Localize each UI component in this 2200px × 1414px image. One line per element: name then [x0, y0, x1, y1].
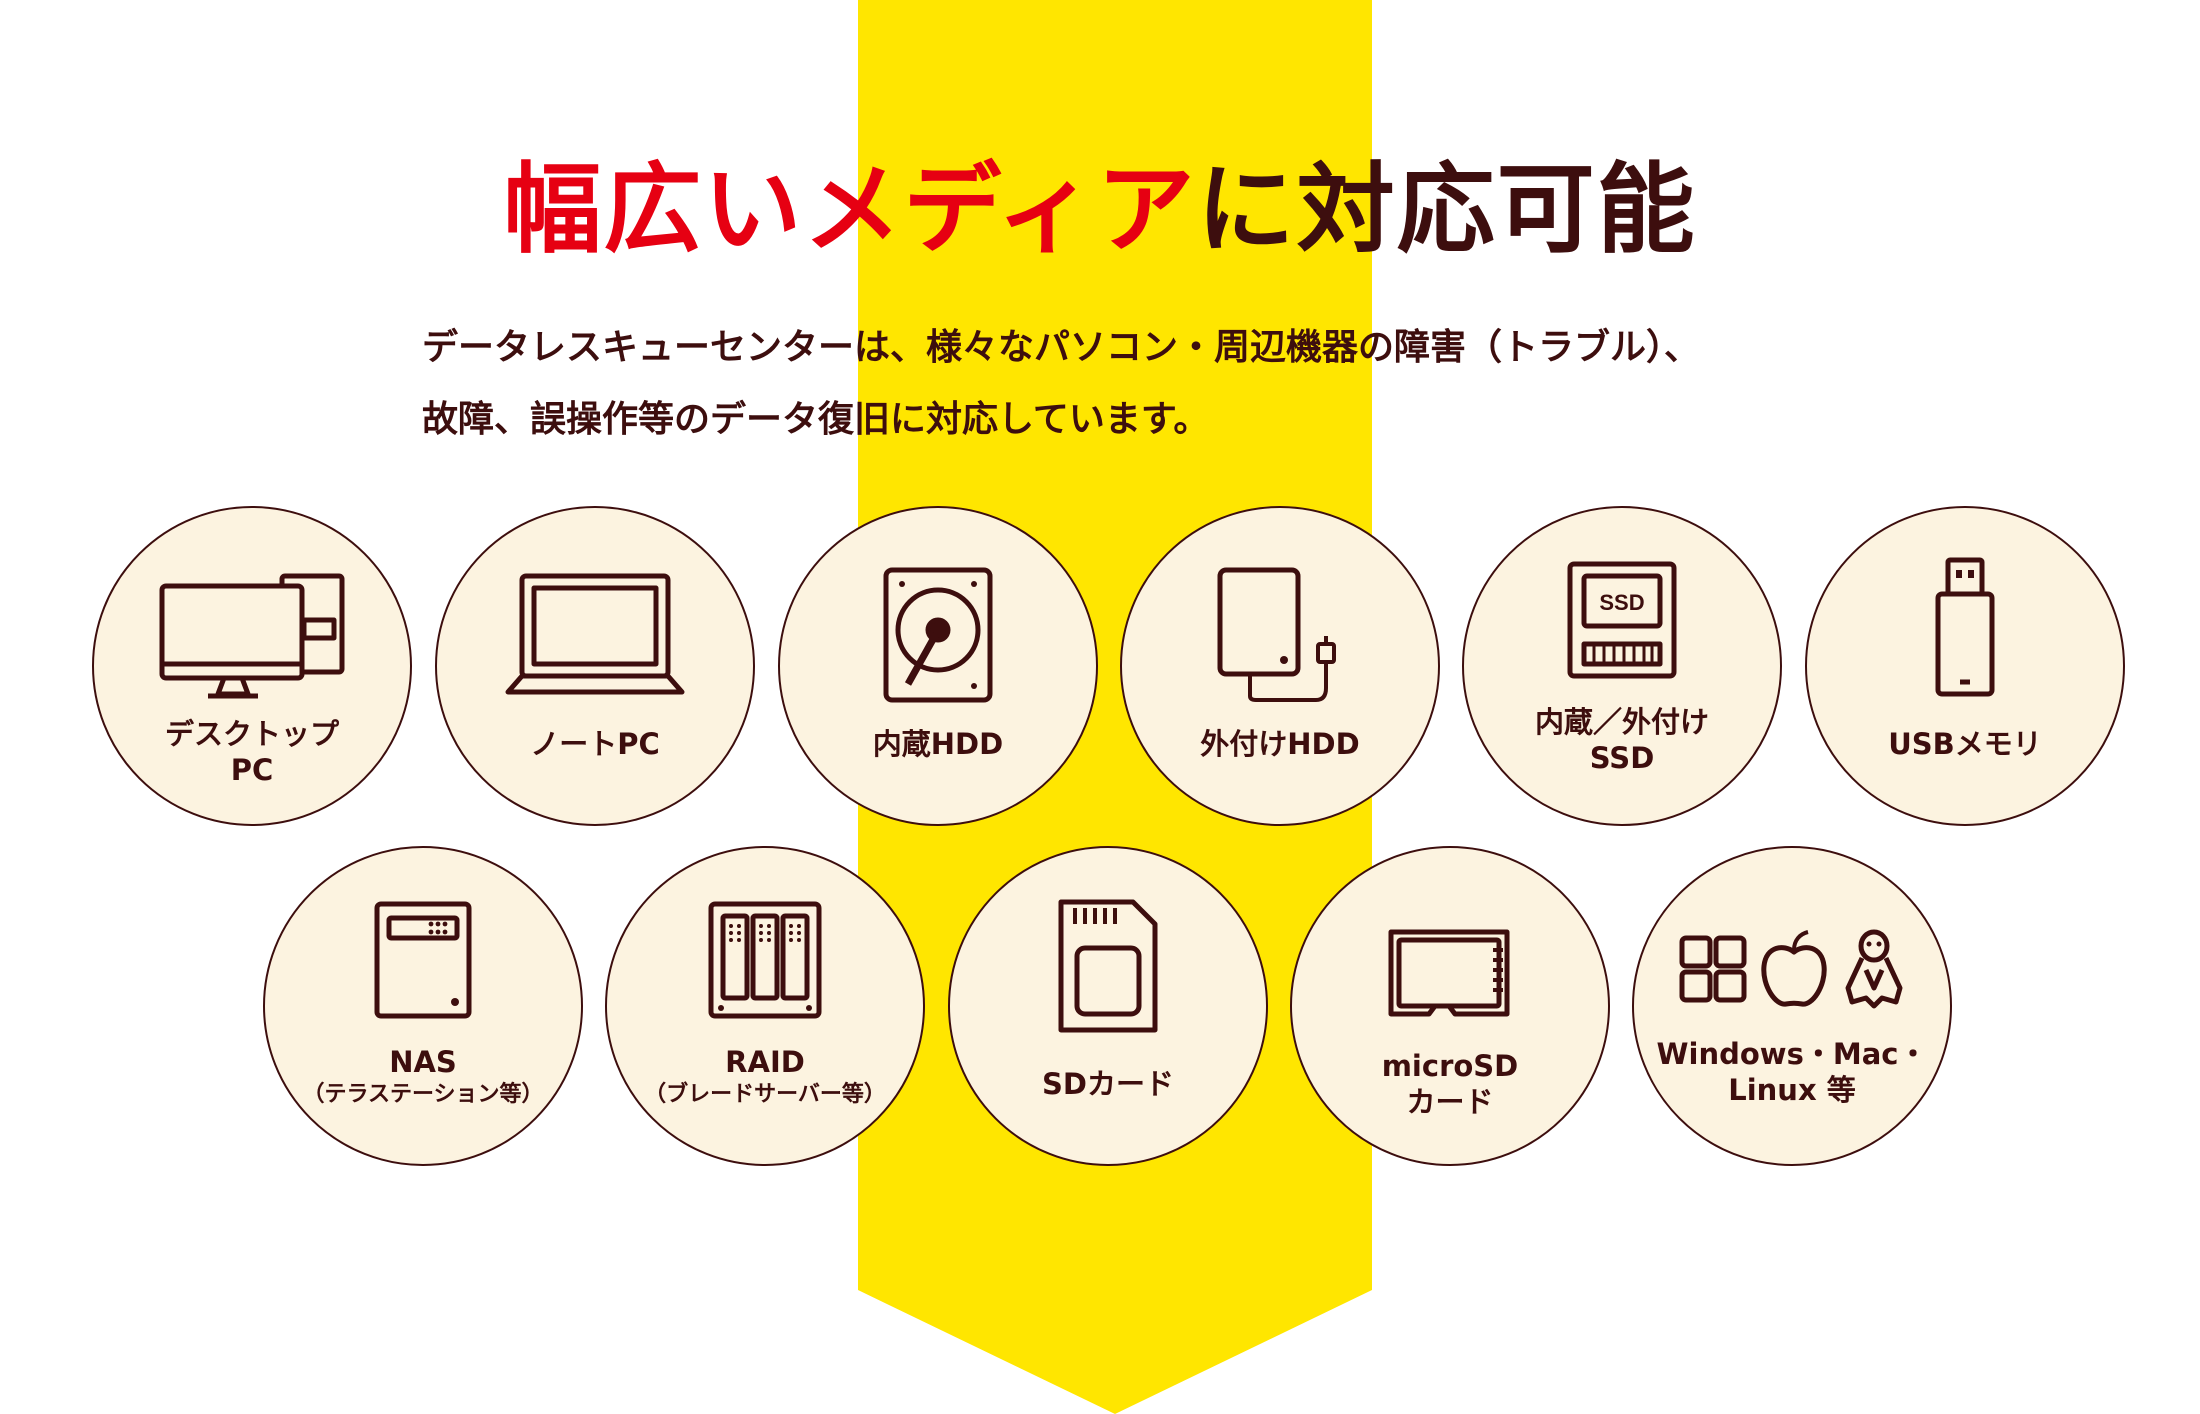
media-label: デスクトップ: [164, 717, 339, 751]
nas-icon: [374, 901, 472, 1019]
media-label: 外付けHDD: [1200, 727, 1360, 761]
media-label: 内蔵／外付け: [1534, 705, 1709, 739]
title-rest: に対応可能: [1196, 153, 1697, 267]
windows-icon: [1679, 935, 1747, 1003]
os-logos-icon: [1679, 929, 1903, 1009]
page-title: 幅広いメディアに対応可能: [0, 150, 2200, 270]
lead-line-1: データレスキューセンターは、様々なパソコン・周辺機器の障害（トラブル）、: [422, 327, 1701, 368]
media-microsd: microSD カード: [1290, 846, 1610, 1166]
media-label: microSD: [1381, 1049, 1519, 1083]
microsd-card-icon: [1388, 929, 1510, 1017]
desktop-pc-icon: [159, 573, 345, 699]
lead-paragraph: データレスキューセンターは、様々なパソコン・周辺機器の障害（トラブル）、 故障、…: [422, 312, 1922, 456]
lead-line-2: 故障、誤操作等のデータ復旧に対応しています。: [422, 399, 1210, 440]
media-sd-card: SDカード: [948, 846, 1268, 1166]
media-nas: NAS （テラステーション等）: [263, 846, 583, 1166]
media-internal-hdd: 内蔵HDD: [778, 506, 1098, 826]
external-hdd-icon: [1217, 567, 1336, 702]
media-label: 内蔵HDD: [872, 727, 1004, 761]
apple-icon: [1761, 930, 1827, 1007]
media-desktop-pc: デスクトップ PC: [92, 506, 412, 826]
media-ssd: SSD 内蔵／外付け SSD: [1462, 506, 1782, 826]
raid-server-icon: [708, 901, 822, 1019]
media-sublabel: Linux 等: [1728, 1073, 1856, 1107]
media-label: SDカード: [1042, 1067, 1174, 1101]
media-external-hdd: 外付けHDD: [1120, 506, 1440, 826]
sd-card-icon: [1058, 899, 1158, 1033]
laptop-icon: [505, 573, 685, 695]
media-sublabel: PC: [230, 753, 274, 787]
usb-memory-icon: [1935, 557, 1995, 697]
media-label: ノートPC: [530, 727, 660, 761]
media-sublabel: カード: [1406, 1085, 1494, 1119]
ssd-icon: SSD: [1567, 561, 1677, 679]
media-label: Windows・Mac・: [1656, 1037, 1928, 1071]
media-sublabel: （テラステーション等）: [302, 1082, 544, 1107]
media-os: Windows・Mac・ Linux 等: [1632, 846, 1952, 1166]
media-label: USBメモリ: [1888, 727, 2042, 761]
internal-hdd-icon: [883, 567, 993, 703]
media-sublabel: （ブレードサーバー等）: [644, 1082, 886, 1107]
svg-text:SSD: SSD: [1599, 590, 1644, 615]
title-highlight: 幅広いメディア: [503, 153, 1197, 267]
linux-penguin-icon: [1845, 929, 1903, 1009]
media-label: RAID: [725, 1045, 805, 1079]
media-sublabel: SSD: [1589, 741, 1655, 775]
media-laptop: ノートPC: [435, 506, 755, 826]
media-usb-memory: USBメモリ: [1805, 506, 2125, 826]
media-label: NAS: [389, 1045, 457, 1079]
media-raid: RAID （ブレードサーバー等）: [605, 846, 925, 1166]
